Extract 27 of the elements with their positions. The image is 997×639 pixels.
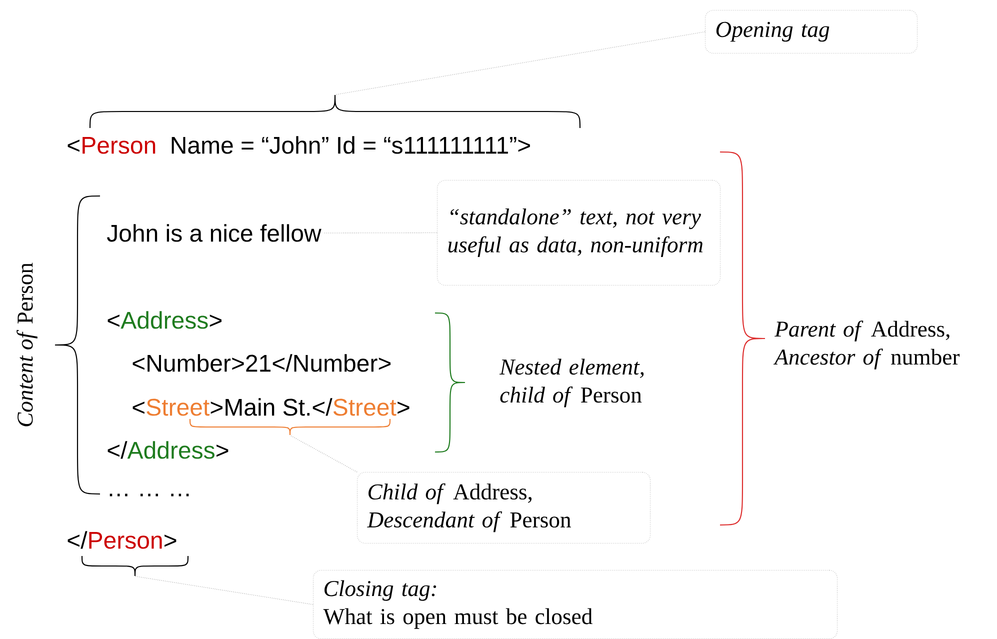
code-line: John is a nice fellow	[106, 224, 322, 242]
code-line: <Street>Main St.</Street>	[132, 398, 410, 416]
code-line: </Person>	[68, 531, 176, 549]
leader-line	[334, 32, 706, 95]
leader-line	[290, 435, 358, 472]
callout-box: “standalone” text, not very useful as data, non-uniform	[437, 180, 721, 286]
label: <	[132, 402, 144, 414]
callout-box: Opening tag	[705, 10, 918, 54]
curly-brace	[81, 556, 189, 577]
callout-box: Child of Address, Descendant of Person	[357, 472, 651, 544]
leader-line	[134, 576, 314, 605]
code-line: <Address>	[108, 311, 222, 329]
label: Street	[146, 398, 210, 416]
annotation-text: Parent of Address, Ancestor of number	[773, 320, 960, 370]
callout-box: Closing tag: What is open must be closed	[313, 570, 838, 639]
label: >Main St.</	[210, 398, 332, 416]
annotation-text: Nested element, child of Person	[499, 358, 644, 408]
label: Street	[333, 398, 396, 416]
curly-brace	[189, 418, 391, 436]
leader-line	[322, 232, 438, 234]
annotation-text: Content of Person	[16, 262, 38, 426]
code-line: </Address>	[108, 441, 228, 459]
code-line: <Person Name = “John” Id = “s111111111”>	[68, 136, 530, 154]
code-line: <Number>21</Number>	[132, 354, 391, 372]
curly-brace	[89, 94, 581, 128]
label: >	[398, 402, 410, 414]
code-line: … … …	[110, 494, 189, 496]
